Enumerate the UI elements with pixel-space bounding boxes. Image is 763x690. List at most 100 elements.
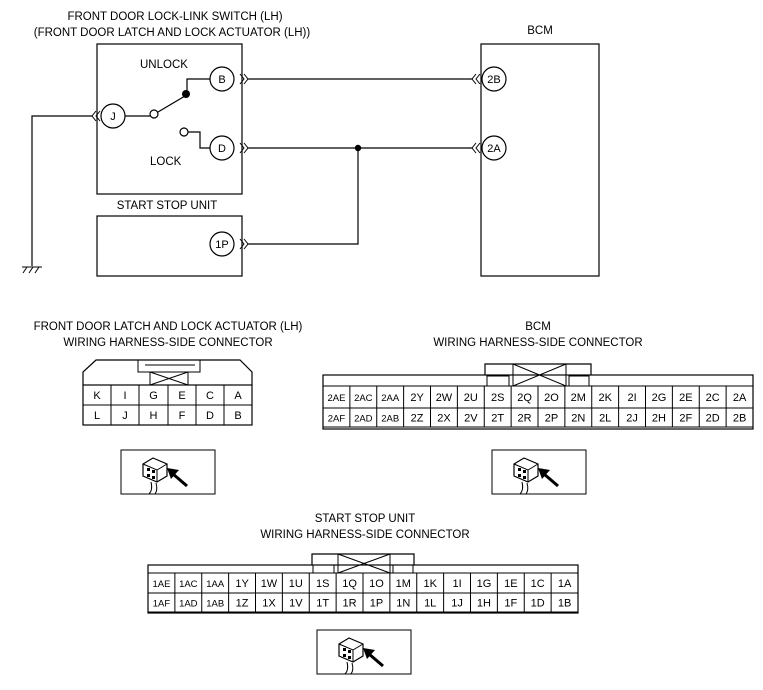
- wire-1p-splice: [248, 148, 359, 245]
- connector-pin: A: [234, 390, 242, 402]
- connector-pin: 1V: [289, 598, 303, 610]
- lock-link-switch-box: [96, 43, 243, 195]
- switch-title-line2: (FRONT DOOR LATCH AND LOCK ACTUATOR (LH)…: [34, 27, 311, 39]
- connector-pin: 1AF: [153, 599, 171, 610]
- connector-pin: 2U: [464, 392, 478, 404]
- connector-pin: 1G: [477, 578, 492, 590]
- connector-pin: 2O: [544, 392, 559, 404]
- terminal-b-label: B: [218, 74, 225, 86]
- connector-pin: 2R: [518, 413, 532, 425]
- unlock-label: UNLOCK: [140, 59, 188, 71]
- connector-view-icon: [316, 629, 412, 675]
- connector-view-icon: [120, 449, 216, 495]
- connector-pin: 1AB: [206, 599, 224, 610]
- connector-pin: F: [179, 410, 186, 422]
- connector-pin: 2E: [679, 392, 692, 404]
- connector-pin: 2L: [599, 413, 611, 425]
- lock-link-switch: [125, 78, 210, 149]
- ssu-conn-title-line2: WIRING HARNESS-SIDE CONNECTOR: [260, 529, 469, 541]
- connector-pin: 2AE: [327, 393, 345, 404]
- door-connector-face: [82, 359, 253, 426]
- terminal-j: J: [100, 103, 126, 129]
- connector-pin: 2D: [706, 413, 720, 425]
- connector-pin: 2I: [627, 392, 636, 404]
- connector-pin: 2M: [571, 392, 586, 404]
- connector-view-icon: [491, 449, 587, 495]
- connector-pin: 1C: [531, 578, 545, 590]
- connector-pin: 2V: [464, 413, 478, 425]
- connector-pin: I: [123, 390, 126, 402]
- bcm-title: BCM: [527, 25, 553, 37]
- ground-icon: [22, 266, 42, 274]
- terminal-2b: 2B: [481, 66, 507, 92]
- connector-pin: 1O: [369, 578, 384, 590]
- connector-pin: 1M: [396, 578, 411, 590]
- connector-pin: 2H: [652, 413, 666, 425]
- lock-label: LOCK: [150, 156, 182, 168]
- connector-pin: K: [93, 390, 101, 402]
- connector-pin: 2K: [598, 392, 612, 404]
- wires: [31, 78, 472, 266]
- connector-pin: 2G: [652, 392, 667, 404]
- connector-pin: 1B: [558, 598, 571, 610]
- connector-pin: 1H: [477, 598, 491, 610]
- connector-pin: 1AE: [152, 579, 170, 590]
- connector-pin: 1Z: [236, 598, 249, 610]
- connector-pin: 2F: [679, 413, 692, 425]
- wire-j-ground: [31, 115, 92, 266]
- connector-pin: 1U: [289, 578, 303, 590]
- connector-pin: 2C: [706, 392, 720, 404]
- connector-pin: 1F: [504, 598, 517, 610]
- connector-pin: 2Z: [411, 413, 424, 425]
- connector-pin: 1T: [316, 598, 329, 610]
- ssu-conn-title-line1: START STOP UNIT: [315, 513, 416, 525]
- door-conn-title-line2: WIRING HARNESS-SIDE CONNECTOR: [63, 337, 272, 349]
- connector-pin: L: [94, 410, 100, 422]
- connector-pin: 2AF: [328, 414, 346, 425]
- connector-pin: 2J: [626, 413, 638, 425]
- connector-pin: G: [149, 390, 158, 402]
- connector-pin: B: [234, 410, 241, 422]
- connector-pin: 2AD: [354, 414, 373, 425]
- connector-pin: 2B: [733, 413, 746, 425]
- connector-pin: 2Q: [517, 392, 532, 404]
- terminal-j-label: J: [110, 111, 116, 123]
- connector-pin: 1AA: [206, 579, 225, 590]
- connector-pin: 2N: [571, 413, 585, 425]
- terminal-d: D: [209, 135, 235, 161]
- terminal-2a: 2A: [481, 135, 507, 161]
- connector-pin: 2AA: [381, 393, 400, 404]
- connector-pin: 1P: [370, 598, 383, 610]
- connector-pin: 1R: [343, 598, 357, 610]
- splice-dot: [354, 144, 362, 152]
- connector-pin: 2Y: [410, 392, 424, 404]
- terminal-b: B: [209, 66, 235, 92]
- connector-pin: 1J: [451, 598, 463, 610]
- connector-pin: 1Y: [235, 578, 249, 590]
- terminal-1p: 1P: [209, 231, 235, 257]
- connector-pin: 1D: [531, 598, 545, 610]
- door-conn-title-line1: FRONT DOOR LATCH AND LOCK ACTUATOR (LH): [34, 321, 303, 333]
- connector-pin: 2P: [545, 413, 558, 425]
- connector-pin: D: [206, 410, 214, 422]
- terminal-2b-label: 2B: [487, 74, 500, 86]
- terminal-2a-label: 2A: [487, 143, 501, 155]
- connector-pin: 1W: [261, 578, 278, 590]
- connector-pin: 2AC: [354, 393, 373, 404]
- connector-pin: 1L: [424, 598, 436, 610]
- connector-pin: 1Q: [342, 578, 357, 590]
- connector-pin: 2T: [491, 413, 504, 425]
- connector-pin: C: [206, 390, 214, 402]
- connector-pin: E: [178, 390, 185, 402]
- bcm-conn-title-line2: WIRING HARNESS-SIDE CONNECTOR: [433, 337, 642, 349]
- switch-contact-unlock: [182, 90, 190, 98]
- connector-pin: 1A: [558, 578, 572, 590]
- connector-pin: 1K: [423, 578, 437, 590]
- terminal-d-label: D: [218, 143, 226, 155]
- connector-pin: 2AB: [381, 414, 399, 425]
- connector-pin: J: [122, 410, 128, 422]
- connector-pin: 1AD: [179, 599, 198, 610]
